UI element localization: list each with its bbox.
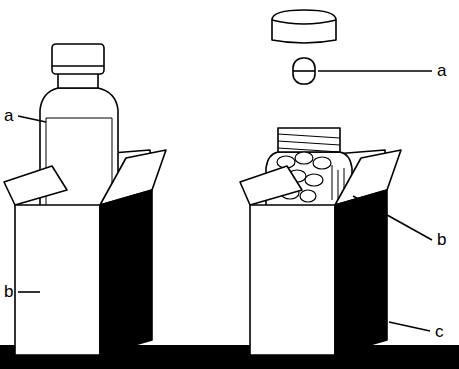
callout-letter: b [437, 231, 446, 249]
callout-letter: a [4, 107, 13, 125]
right-package [240, 10, 432, 355]
bottle-label-print-part [338, 170, 339, 200]
bottle-cap [272, 10, 336, 43]
leader-line [389, 322, 430, 331]
closed-bottle-part [52, 65, 104, 67]
capsule-part [293, 70, 315, 72]
left-package [4, 44, 166, 355]
open-bottle-part [278, 141, 340, 145]
open-bottle-part [278, 128, 340, 152]
open-bottle-part [278, 134, 340, 138]
callout-letter: b [4, 283, 13, 301]
closed-bottle-part [52, 44, 104, 74]
box-left-flap [240, 166, 302, 205]
bottle-cap-part [272, 20, 336, 24]
box-front-face [15, 205, 100, 355]
leader-line [318, 70, 432, 72]
leader-line [18, 116, 46, 122]
capsule [293, 58, 315, 84]
bottle-cap-part [272, 10, 336, 43]
box-left-flap [4, 166, 67, 205]
open-bottle-part [278, 148, 340, 152]
callout-letter: c [435, 323, 444, 341]
tablets-part [305, 174, 323, 186]
tablets-part [295, 152, 313, 164]
tablets-part [313, 157, 331, 169]
tablets-part [300, 190, 316, 202]
callout-letter: a [437, 62, 446, 80]
leader-line [353, 196, 432, 240]
box-side-face [100, 190, 152, 355]
leader-line [18, 291, 40, 293]
capsule-part [293, 58, 315, 84]
box-side-face [335, 190, 387, 355]
bottle-label-print-part [332, 165, 333, 200]
box-front-face [250, 205, 335, 355]
